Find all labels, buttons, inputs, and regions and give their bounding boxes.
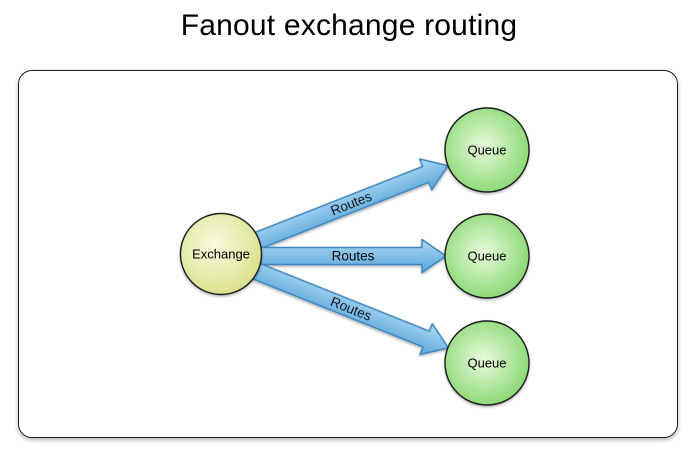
exchange-circle <box>179 212 263 296</box>
queue-node-bottom: Queue <box>444 320 530 406</box>
queue-circle <box>444 213 530 299</box>
queue-node-middle: Queue <box>444 213 530 299</box>
queue-circle <box>444 320 530 406</box>
queue-label: Queue <box>467 249 506 264</box>
exchange-label: Exchange <box>192 247 250 262</box>
diagram-title: Fanout exchange routing <box>180 9 518 42</box>
routes-label: Routes <box>328 294 374 324</box>
routes-arrow-top: Routes <box>217 158 449 264</box>
queue-label: Queue <box>467 143 506 158</box>
queue-circle <box>444 107 530 193</box>
routes-label: Routes <box>332 249 375 264</box>
queue-label: Queue <box>467 356 506 371</box>
exchange-node: Exchange <box>179 212 263 296</box>
queue-node-top: Queue <box>444 107 530 193</box>
routes-label: Routes <box>329 189 375 219</box>
